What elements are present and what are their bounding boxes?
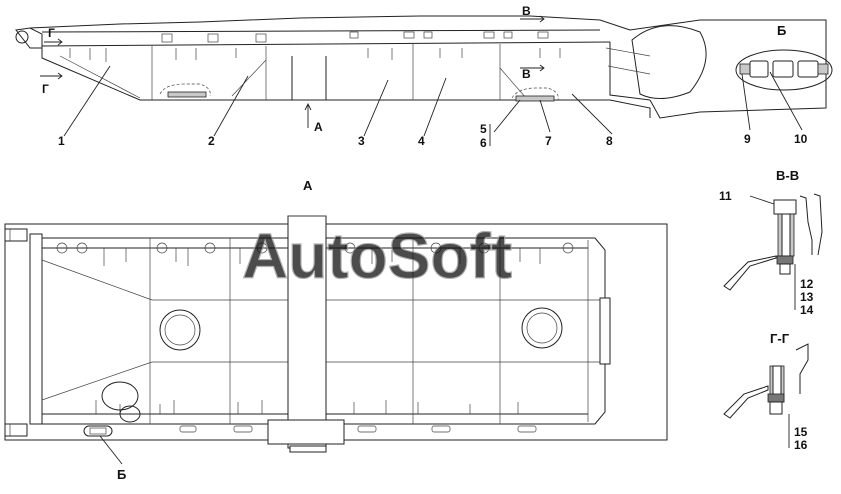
v-marker-top: В: [522, 4, 531, 18]
part-number-6: 6: [480, 136, 487, 150]
part-number-3: 3: [358, 134, 365, 148]
section-markers: Г Г В В А: [40, 4, 545, 134]
leader-lines: [63, 65, 803, 465]
detail-b: Б: [735, 23, 833, 91]
section-vv: В-В: [723, 168, 823, 291]
part-number-13: 13: [800, 290, 814, 304]
section-gg: Г-Г: [723, 331, 809, 419]
arrow-a-label: А: [314, 120, 323, 134]
v-marker-bottom: В: [522, 67, 531, 81]
part-number-2: 2: [208, 134, 215, 148]
part-number-12: 12: [800, 277, 814, 291]
part-number-4: 4: [418, 134, 425, 148]
part-number-1: 1: [58, 134, 65, 148]
part-number-8: 8: [606, 134, 613, 148]
part-number-9: 9: [744, 132, 751, 146]
section-vv-title: В-В: [776, 168, 799, 183]
plan-view: А: [4, 178, 668, 453]
watermark: AutoSoft: [242, 220, 512, 292]
detail-b-title: Б: [777, 23, 786, 38]
part-number-5: 5: [480, 122, 487, 136]
part-number-14: 14: [800, 303, 814, 317]
part-number-10: 10: [794, 132, 808, 146]
g-marker-bottom: Г: [42, 82, 49, 96]
part-number-16: 16: [794, 438, 808, 452]
side-view: [15, 15, 827, 119]
g-marker-top: Г: [48, 26, 55, 40]
callout-b-label: Б: [117, 467, 126, 482]
plan-view-title: А: [303, 178, 313, 193]
part-number-7: 7: [545, 134, 552, 148]
part-numbers: 1 2 3 4 5 6 7 8 9 10 11 12 13 14 15 16 Б: [58, 122, 814, 482]
part-number-11: 11: [719, 189, 732, 203]
section-gg-title: Г-Г: [770, 331, 790, 346]
part-number-15: 15: [794, 425, 808, 439]
